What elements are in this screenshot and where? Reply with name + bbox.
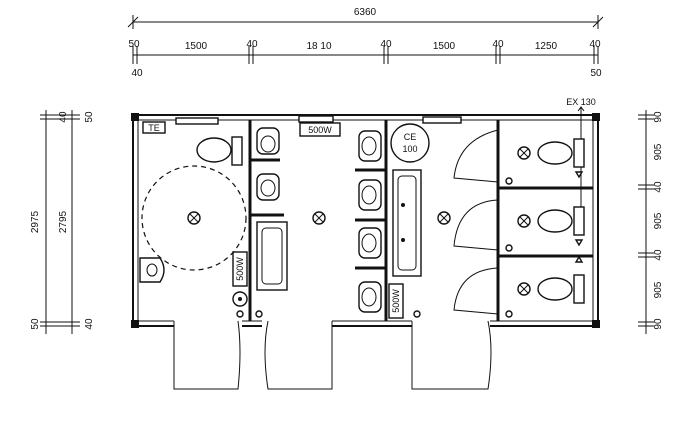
urinal-icon — [358, 227, 382, 259]
tap-icon — [505, 244, 513, 252]
right-dim-2: 905 — [653, 143, 664, 160]
dim-seg-9: 40 — [589, 39, 601, 50]
te-label: TE — [148, 123, 160, 133]
ce-fixture: CE 100 — [390, 123, 430, 163]
toilet-stalls: EX 130 — [505, 97, 596, 318]
right-dim-1: 90 — [653, 111, 664, 123]
ceiling-light-icon — [517, 214, 531, 228]
door-swing-3 — [411, 320, 492, 390]
dim-seg-8: 1250 — [535, 41, 558, 52]
ceiling-light-icon — [312, 211, 326, 225]
inner-height-label: 2795 — [58, 210, 69, 233]
dim-seg-6: 1500 — [433, 41, 456, 52]
toilet-icon — [196, 136, 243, 166]
turning-circle — [141, 165, 247, 271]
heater-mid — [232, 251, 248, 287]
ceiling-light-icon — [437, 211, 451, 225]
heater-top — [299, 122, 341, 137]
right-dim-3: 40 — [653, 181, 664, 193]
outer-walls — [131, 113, 600, 329]
dim-seg-3: 40 — [246, 39, 258, 50]
te-box — [142, 121, 166, 134]
tap-icon — [505, 310, 513, 318]
dim-seg-7: 40 — [492, 39, 504, 50]
tap-icon — [505, 177, 513, 185]
window-3 — [422, 116, 462, 124]
heater-top-label: 500W — [308, 125, 332, 135]
wash-trough-icon — [392, 169, 422, 277]
toilet-icon — [537, 138, 585, 168]
urinal-icon — [256, 127, 280, 155]
wash-room: CE 100 500W — [388, 116, 499, 390]
dim-seg-2: 1500 — [185, 41, 208, 52]
outer-bottom-label: 50 — [30, 318, 41, 330]
stall-door-swing-1 — [453, 129, 499, 183]
right-dim-7: 90 — [653, 318, 664, 330]
dim-seg-1: 50 — [128, 39, 140, 50]
urinal-icon — [256, 173, 280, 201]
heater-mid-label: 500W — [235, 257, 245, 281]
heater-right — [388, 283, 404, 319]
wash-trough-icon — [256, 221, 288, 291]
accessible-room: TE — [139, 117, 248, 390]
inner-bottom-label: 40 — [84, 318, 95, 330]
right-dim-6: 905 — [653, 281, 664, 298]
dim-seg-5: 40 — [380, 39, 392, 50]
exhaust-label: EX 130 — [566, 97, 596, 107]
floor-drain-icon — [232, 291, 248, 307]
ceiling-light-icon — [187, 211, 201, 225]
stall-door-swing-3 — [453, 267, 499, 315]
right-dimension-chain: 90 905 40 905 40 905 90 — [638, 110, 664, 334]
ce-label: CE — [404, 132, 417, 142]
inner-top-label: 40 — [58, 111, 69, 123]
left-dimension-chain: 2975 2795 50 40 50 40 — [30, 110, 95, 334]
top-dimension-chain: 6360 50 1500 40 18 10 40 1500 40 1250 40… — [127, 7, 604, 79]
ceiling-light-icon — [517, 282, 531, 296]
right-dim-5: 40 — [653, 249, 664, 261]
urinal-icon — [358, 281, 382, 313]
door-swing-2 — [264, 320, 333, 390]
stall-door-swing-2 — [453, 199, 499, 251]
ceiling-light-icon — [517, 146, 531, 160]
interior-partitions — [248, 120, 593, 321]
tap-icon — [236, 310, 244, 318]
tap-icon — [255, 310, 263, 318]
overall-width-label: 6360 — [354, 7, 377, 18]
wash-basin-icon — [139, 257, 165, 283]
outer-height-label: 2975 — [30, 210, 41, 233]
heater-right-label: 500W — [391, 289, 401, 313]
dim-seg-4: 18 10 — [306, 41, 331, 52]
dim-lower-right: 50 — [590, 68, 602, 79]
outer-top-label: 50 — [84, 111, 95, 123]
urinal-icon — [358, 130, 382, 162]
window-2 — [298, 115, 334, 123]
urinal-icon — [358, 179, 382, 211]
right-dim-4: 905 — [653, 212, 664, 229]
window-1 — [175, 117, 219, 125]
middle-room: 500W 500W — [232, 115, 382, 390]
tap-icon — [413, 310, 421, 318]
toilet-icon — [537, 274, 585, 304]
toilet-icon — [537, 206, 585, 236]
dim-lower-left: 40 — [131, 68, 143, 79]
door-swing-1 — [173, 320, 241, 390]
ce-value: 100 — [402, 144, 417, 154]
